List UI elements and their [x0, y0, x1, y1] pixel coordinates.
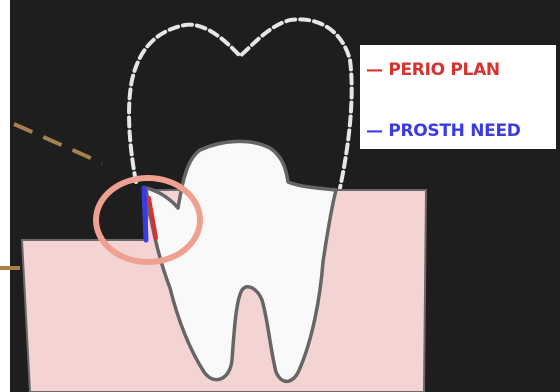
legend: — PERIO PLAN — PROSTH NEED: [360, 45, 556, 149]
left-white-strip: [0, 0, 10, 392]
legend-perio-plan: — PERIO PLAN: [366, 60, 500, 80]
legend-prosth-need: — PROSTH NEED: [366, 121, 521, 141]
prosth-need-marker: [144, 188, 146, 240]
